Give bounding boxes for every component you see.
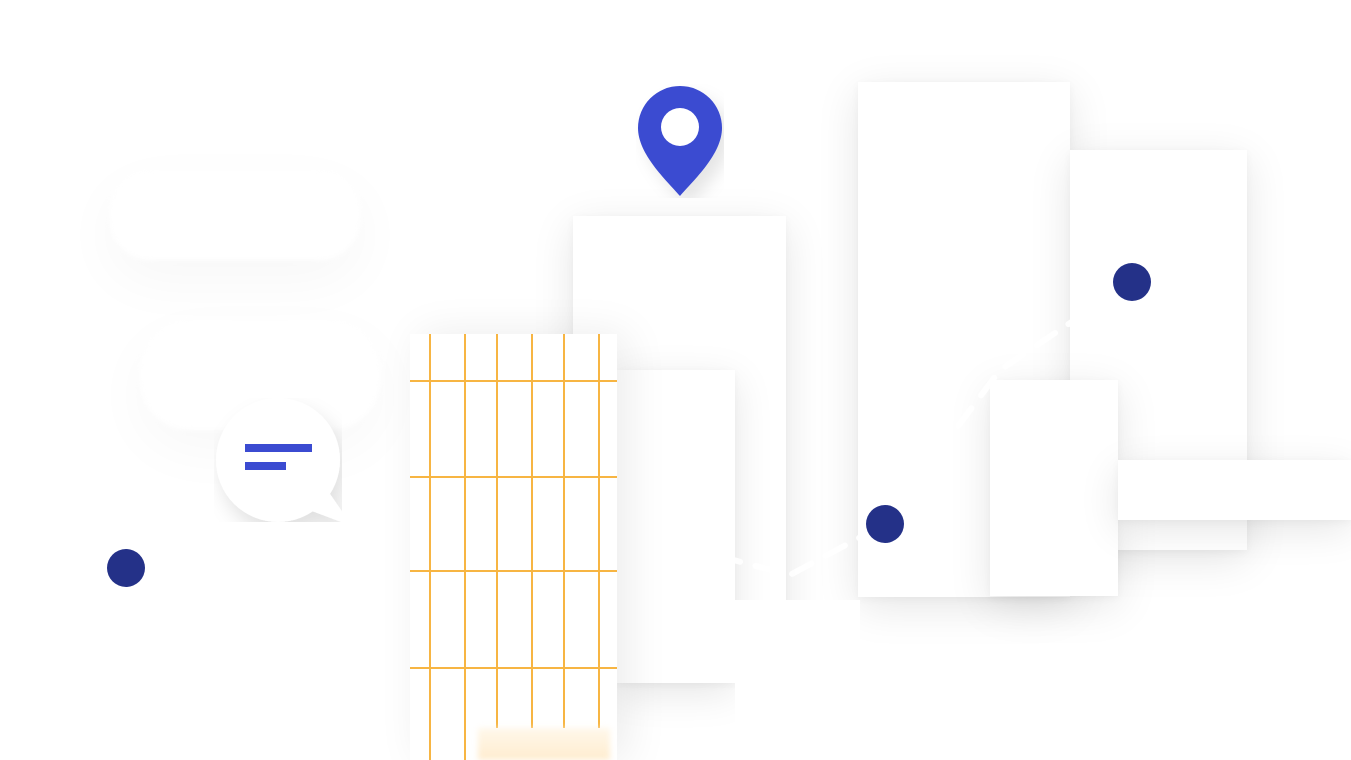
building-block-bottom-cover: [735, 600, 860, 760]
location-pin-icon: [638, 86, 722, 196]
building-block-right-low: [990, 380, 1118, 596]
node-dot-left: [107, 549, 145, 587]
grid-vertical-lines: [429, 334, 600, 760]
building-block-front-center: [617, 370, 735, 683]
building-block-far-right: [1118, 460, 1351, 520]
ghost-shape-left: [110, 170, 360, 260]
grid-horizontal-lines: [410, 380, 617, 669]
grid-building: [410, 334, 617, 760]
grid-lines: [410, 334, 617, 760]
grid-base-glow: [478, 728, 610, 760]
chat-bubble-icon: [216, 398, 342, 522]
bubble-text-line-long: [245, 444, 312, 452]
node-dot-right: [1113, 263, 1151, 301]
route-dashed-line: [123, 279, 1134, 579]
node-dot-center: [866, 505, 904, 543]
bubble-text-line-short: [245, 462, 286, 470]
